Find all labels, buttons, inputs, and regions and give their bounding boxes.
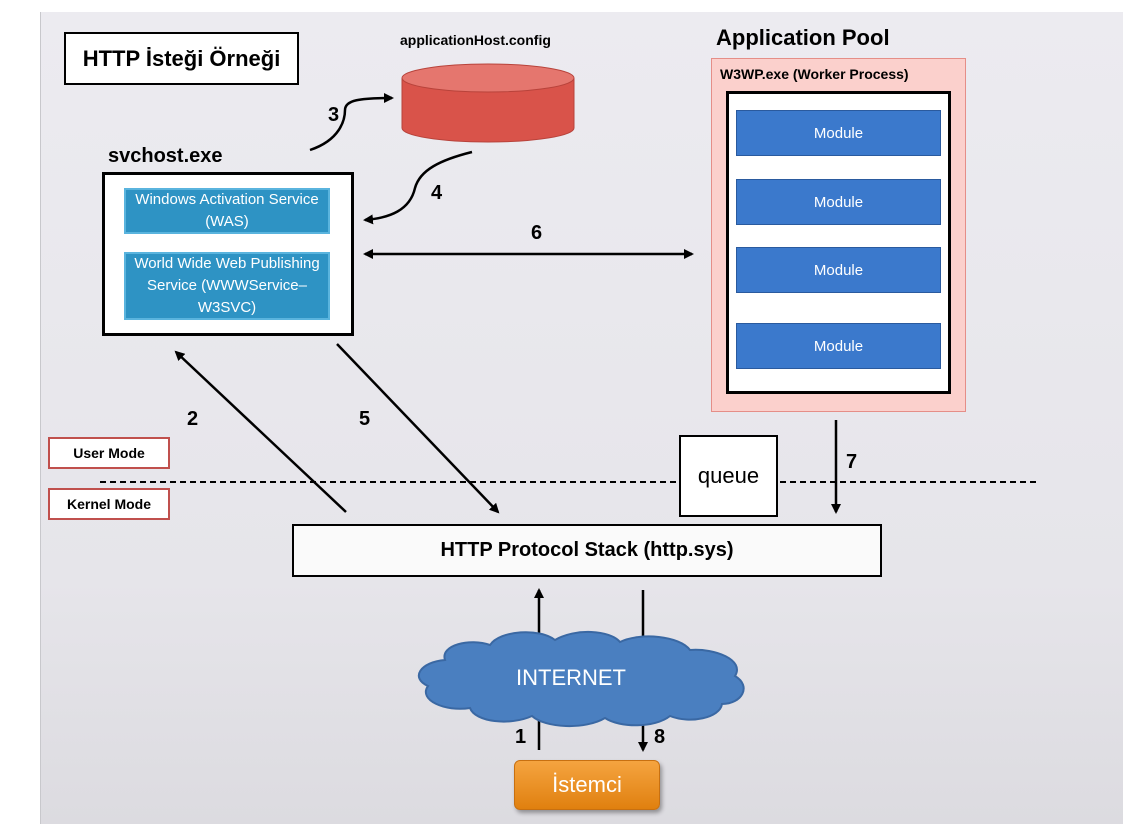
client-box: İstemci (514, 760, 660, 810)
module-box: Module (736, 247, 941, 293)
module-box: Module (736, 110, 941, 156)
config-database-icon (401, 63, 575, 143)
user-mode-label: User Mode (48, 437, 170, 469)
was-service-box: Windows Activation Service (WAS) (124, 188, 330, 234)
step-1-label: 1 (515, 726, 527, 748)
app-pool-label: Application Pool (716, 25, 890, 50)
step-4-label: 4 (431, 182, 443, 204)
step-5-label: 5 (359, 408, 371, 430)
internet-cloud-icon (417, 630, 745, 727)
arrow-4 (363, 150, 473, 225)
arrow-2 (174, 350, 347, 513)
http-protocol-stack: HTTP Protocol Stack (http.sys) (292, 524, 882, 577)
queue-box: queue (679, 435, 778, 517)
arrow-5 (336, 343, 500, 514)
step-6-label: 6 (531, 222, 543, 244)
www-service-box: World Wide Web Publishing Service (WWWSe… (124, 252, 330, 320)
step-7-label: 7 (846, 451, 858, 473)
internet-label: INTERNET (516, 665, 626, 690)
config-label: applicationHost.config (400, 32, 551, 48)
arrow-3 (309, 93, 394, 152)
kernel-mode-label: Kernel Mode (48, 488, 170, 520)
step-2-label: 2 (187, 408, 199, 430)
module-box: Module (736, 179, 941, 225)
step-8-label: 8 (654, 726, 666, 748)
step-3-label: 3 (328, 104, 340, 126)
page-title: HTTP İsteği Örneği (64, 32, 299, 85)
worker-process-label: W3WP.exe (Worker Process) (720, 66, 909, 82)
svchost-label: svchost.exe (108, 145, 223, 167)
module-box: Module (736, 323, 941, 369)
